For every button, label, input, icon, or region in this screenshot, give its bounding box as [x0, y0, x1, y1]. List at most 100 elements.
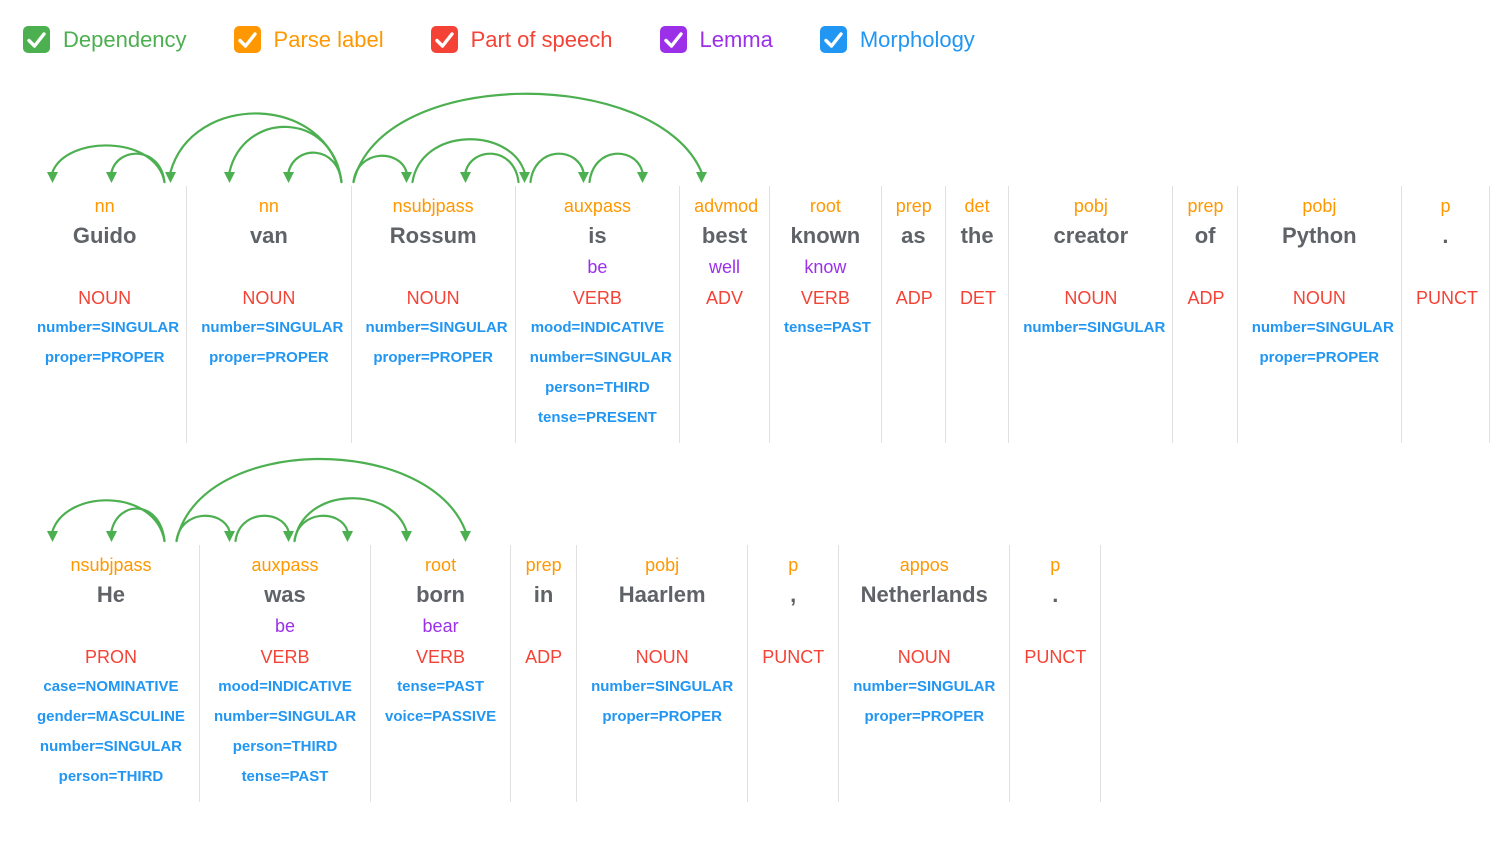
token-word: . [1442, 223, 1449, 248]
token-lemma: well [709, 257, 741, 277]
token-lemma [1024, 612, 1086, 642]
parse-label: advmod [694, 196, 759, 216]
pos-tag: NOUN [406, 288, 460, 308]
morph-feature: number=SINGULAR [213, 708, 357, 725]
arrowhead-icon [401, 172, 412, 183]
arrowhead-icon [283, 172, 294, 183]
token-lemma: be [274, 616, 295, 636]
morphology-checkbox[interactable] [819, 25, 847, 53]
morph-feature: number=SINGULAR [365, 319, 508, 336]
parse-label: nn [258, 196, 279, 216]
arrowhead-icon [224, 531, 235, 542]
dependency-arc [228, 125, 343, 184]
dependency-arc [287, 151, 343, 184]
token-word: in [533, 582, 554, 607]
morph-feature: mood=INDICATIVE [530, 319, 665, 336]
pos-tag: ADV [706, 288, 744, 308]
token-lemma [1023, 253, 1158, 283]
toggle-dependency[interactable]: Dependency [23, 25, 187, 53]
morph-feature: number=SINGULAR [529, 349, 672, 366]
parse-label: nn [94, 196, 115, 216]
dependency-arc [110, 152, 166, 184]
toggle-lemma[interactable]: Lemma [659, 25, 773, 53]
dependency-arc [51, 144, 166, 184]
morph-feature: number=SINGULAR [1251, 319, 1394, 336]
parse-label: auxpass [563, 196, 631, 216]
token-lemma [762, 612, 824, 642]
morph-feature: voice=PASSIVE [385, 708, 497, 725]
pos-tag: NOUN [635, 647, 689, 667]
token-word: Guido [72, 223, 137, 248]
morph-feature: proper=PROPER [373, 349, 493, 366]
toggle-morphology[interactable]: Morphology [819, 25, 975, 53]
arrowhead-icon [106, 531, 117, 542]
morph-feature: person=THIRD [58, 768, 164, 785]
token-lemma [37, 612, 185, 642]
morph-feature: case=NOMINATIVE [43, 678, 179, 695]
dependency-arc [411, 138, 526, 184]
token-lemma [1252, 253, 1387, 283]
parse-label-checkbox[interactable] [233, 25, 261, 53]
dependency-arc [529, 152, 585, 184]
parse-label: pobj [645, 555, 680, 575]
parse-label: p [1440, 196, 1451, 216]
pos-tag: PUNCT [1415, 288, 1478, 308]
token-lemma [366, 253, 501, 283]
toggle-part-of-speech[interactable]: Part of speech [430, 25, 613, 53]
parse-label: nsubjpass [70, 555, 152, 575]
part-of-speech-checkbox[interactable] [430, 25, 458, 53]
morph-feature: proper=PROPER [602, 708, 722, 725]
dependency-arc [352, 92, 703, 184]
arrowhead-icon [637, 172, 648, 183]
token-word: . [1052, 582, 1059, 607]
token-lemma [960, 253, 994, 283]
parse-label: root [809, 196, 841, 216]
dependency-arc [110, 507, 166, 543]
parse-label: auxpass [251, 555, 319, 575]
token-word: Python [1282, 223, 1357, 248]
token-lemma: be [587, 257, 608, 277]
token-word: van [249, 223, 288, 248]
lemma-checkbox[interactable] [659, 25, 687, 53]
parse-label: prep [525, 555, 562, 575]
morph-feature: number=SINGULAR [1023, 319, 1166, 336]
dependency-arcs [47, 457, 471, 543]
toggle-label: Part of speech [470, 26, 613, 52]
pos-tag: DET [959, 288, 996, 308]
dependency-checkbox[interactable] [23, 25, 50, 53]
arrowhead-icon [283, 531, 294, 542]
dependency-arc [234, 514, 290, 543]
check-icon [237, 31, 257, 48]
morph-feature: proper=PROPER [209, 349, 329, 366]
arrowhead-icon [519, 172, 530, 183]
parse-label: pobj [1073, 196, 1108, 216]
arrowhead-icon [165, 172, 176, 183]
dependency-arc [588, 152, 644, 184]
token-word: Netherlands [860, 582, 988, 607]
morph-feature: tense=PAST [241, 768, 329, 785]
pos-tag: NOUN [1292, 288, 1346, 308]
arrowhead-icon [47, 531, 58, 542]
token-word: as [901, 223, 926, 248]
parse-label: prep [895, 196, 932, 216]
morph-feature: number=SINGULAR [39, 738, 183, 755]
parse-label: det [964, 196, 990, 216]
morph-feature: proper=PROPER [1259, 349, 1380, 366]
dependency-arc [464, 152, 520, 184]
toggle-parse-label[interactable]: Parse label [233, 25, 384, 53]
dependency-arc [293, 497, 408, 543]
morph-feature: tense=PAST [784, 319, 871, 336]
arrowhead-icon [460, 531, 471, 542]
arrowhead-icon [401, 531, 412, 542]
token-word: creator [1053, 223, 1129, 248]
legend-toggles: Dependency Parse label Part of speech Lemma… [23, 22, 1490, 56]
morph-feature: number=SINGULAR [201, 319, 344, 336]
